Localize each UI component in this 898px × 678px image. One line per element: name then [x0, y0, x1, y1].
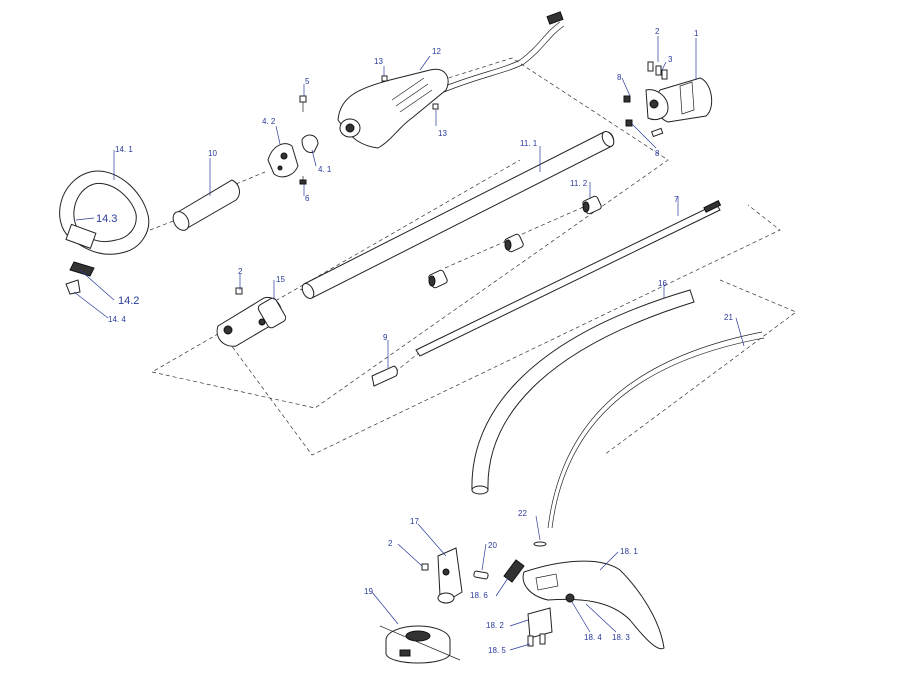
label-18-6: 18. 6 [470, 591, 488, 600]
label-13-bottom: 13 [438, 129, 447, 138]
part-18-1-trimmer-guard [522, 560, 665, 650]
part-12-throttle-handle [337, 68, 449, 149]
label-16: 16 [658, 279, 667, 288]
label-14-3: 14.3 [96, 213, 117, 225]
label-18-2: 18. 2 [486, 621, 504, 630]
label-18-1: 18. 1 [620, 547, 638, 556]
part-17-gear-head [421, 547, 489, 604]
part-1-engine-mount [645, 77, 713, 123]
label-6: 6 [305, 194, 310, 203]
label-14-2: 14.2 [118, 295, 139, 307]
throttle-cable [439, 11, 565, 93]
part-14-1-loop-handle [59, 170, 150, 295]
part-18-2-blade-holder [527, 607, 553, 647]
label-11-2: 11. 2 [570, 179, 588, 188]
label-14-1: 14. 1 [115, 145, 133, 154]
label-12: 12 [432, 47, 441, 56]
part-4-1-clamp-half [301, 134, 319, 153]
label-4-2: 4. 2 [262, 117, 276, 126]
part-9-coupler [371, 365, 398, 387]
label-15: 15 [276, 275, 285, 284]
part-18-6-clip [503, 559, 525, 583]
label-19: 19 [364, 587, 373, 596]
part-21-flex-cable [547, 331, 765, 529]
label-17: 17 [410, 517, 419, 526]
label-9: 9 [383, 333, 388, 342]
part-4-2-clamp [267, 143, 299, 178]
label-5: 5 [305, 77, 310, 86]
label-18-4: 18. 4 [584, 633, 602, 642]
part-22-washer [533, 541, 547, 547]
label-10: 10 [208, 149, 217, 158]
label-8-lower: 8 [655, 149, 660, 158]
part-16-lower-curved-tube [471, 289, 695, 495]
small-screws [299, 75, 439, 185]
part-7-drive-shaft [415, 200, 722, 357]
part-2-3-8-screws [623, 61, 668, 138]
label-2: 2 [655, 27, 660, 36]
part-15-shaft-coupler [216, 287, 287, 347]
label-22: 22 [518, 509, 527, 518]
label-2-mid: 2 [238, 267, 243, 276]
label-7: 7 [674, 195, 679, 204]
label-4-1: 4. 1 [318, 165, 332, 174]
part-11-1-main-tube [301, 131, 615, 299]
part-19-trimmer-head [379, 625, 461, 664]
label-8: 8 [617, 73, 622, 82]
label-2-lower: 2 [388, 539, 393, 548]
label-18-3: 18. 3 [612, 633, 630, 642]
label-14-4: 14. 4 [108, 315, 126, 324]
leader-lines [73, 36, 745, 651]
label-13-top: 13 [374, 57, 383, 66]
part-11-2-bushings [428, 195, 602, 289]
part-10-foam-grip [172, 179, 240, 231]
label-11-1: 11. 1 [520, 139, 538, 148]
part-labels: 1 2 3 8 8 12 13 13 5 6 4. 2 4. 1 10 14. … [96, 27, 733, 655]
label-21: 21 [724, 313, 733, 322]
label-20: 20 [488, 541, 497, 550]
label-3: 3 [668, 55, 673, 64]
label-18-5: 18. 5 [488, 646, 506, 655]
label-1: 1 [694, 29, 699, 38]
